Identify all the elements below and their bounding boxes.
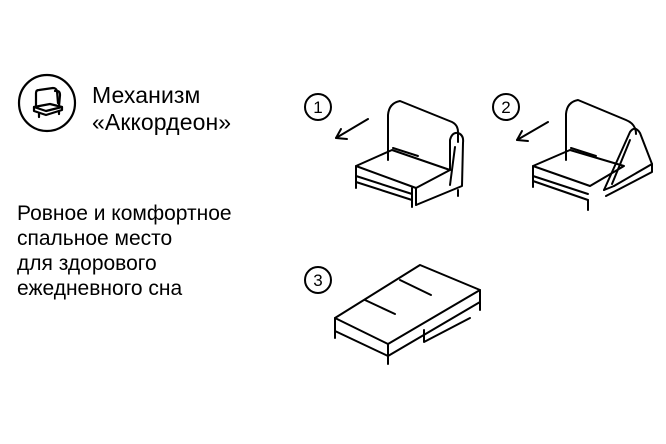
step-3-number: 3 <box>313 271 323 290</box>
title-line-2: «Аккордеон» <box>92 109 232 136</box>
description-line-1: Ровное и комфортное <box>17 202 232 225</box>
page-title: Механизм «Аккордеон» <box>92 82 231 136</box>
step-3-number-circle <box>304 266 332 294</box>
title-line-1: Механизм <box>92 82 201 108</box>
step-1-armchair-folded-icon <box>355 100 465 208</box>
step-2-number-circle <box>492 93 520 121</box>
description: Ровное и комфортное спальное место для з… <box>17 202 232 302</box>
step-1-number-circle <box>304 93 332 121</box>
step-1-number: 1 <box>313 98 323 117</box>
step-3-bed-unfolded-icon <box>334 264 481 365</box>
step-1-arrow-icon <box>335 118 369 140</box>
description-line-2: спальное место <box>17 226 173 250</box>
step-2-armchair-unfolding-icon <box>532 99 653 211</box>
description-line-3: для здорового <box>17 251 157 275</box>
armchair-circle-icon <box>17 73 77 133</box>
step-2-arrow-icon <box>516 121 549 142</box>
step-2-number: 2 <box>501 98 511 117</box>
description-line-4: ежедневного сна <box>17 276 183 300</box>
